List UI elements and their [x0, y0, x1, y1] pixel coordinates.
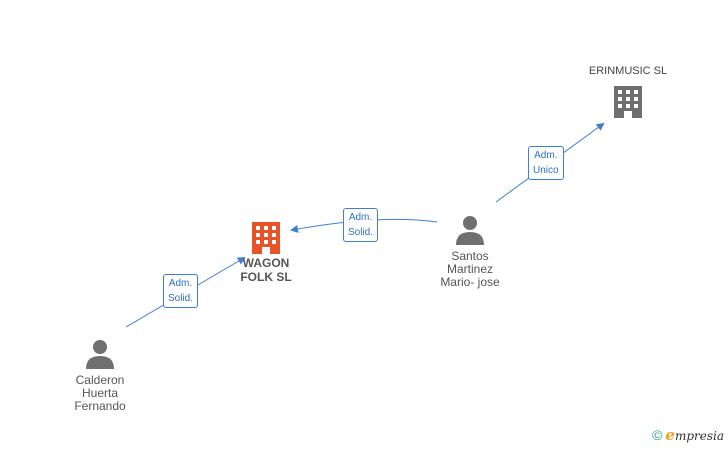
company-label: ERINMUSIC SL — [588, 65, 668, 77]
role-line2: Solid. — [168, 293, 194, 304]
person-name-line1: Calderon — [75, 373, 125, 387]
company-label-line1: WAGON — [242, 256, 290, 270]
edge-label-santos-erinmusic[interactable]: Adm. Unico — [528, 146, 564, 180]
brand-initial: e — [665, 426, 675, 444]
edge-label-calderon-wagon[interactable]: Adm. Solid. — [163, 274, 199, 308]
footer-branding: © empresia — [652, 426, 724, 444]
node-santos-martinez[interactable]: Santos Martinez Mario- jose — [428, 214, 512, 289]
person-name-line3: Mario- jose — [440, 275, 500, 289]
brand-rest: mpresia — [674, 429, 724, 443]
building-icon — [614, 86, 642, 118]
node-wagon-folk[interactable]: WAGON FOLK SL — [226, 220, 306, 284]
node-calderon-huerta[interactable]: Calderon Huerta Fernando — [58, 338, 142, 413]
node-erinmusic[interactable]: ERINMUSIC SL — [578, 65, 678, 120]
role-line2: Solid. — [348, 227, 374, 238]
building-icon — [252, 222, 280, 254]
person-icon — [456, 216, 484, 245]
company-label-line2: FOLK SL — [240, 270, 292, 284]
person-name-line1: Santos — [451, 249, 489, 263]
person-name-line2: Huerta — [81, 386, 119, 400]
role-line1: Adm. — [348, 212, 373, 223]
role-line1: Adm. — [168, 278, 193, 289]
role-line2: Unico — [533, 165, 559, 176]
person-name-line3: Fernando — [74, 399, 126, 413]
empresia-logo[interactable]: empresia — [665, 426, 724, 444]
role-line1: Adm. — [534, 150, 558, 161]
edge-label-santos-wagon[interactable]: Adm. Solid. — [343, 208, 379, 242]
copyright-icon: © — [652, 427, 663, 443]
person-icon — [86, 340, 114, 369]
person-name-line2: Martinez — [446, 262, 493, 276]
